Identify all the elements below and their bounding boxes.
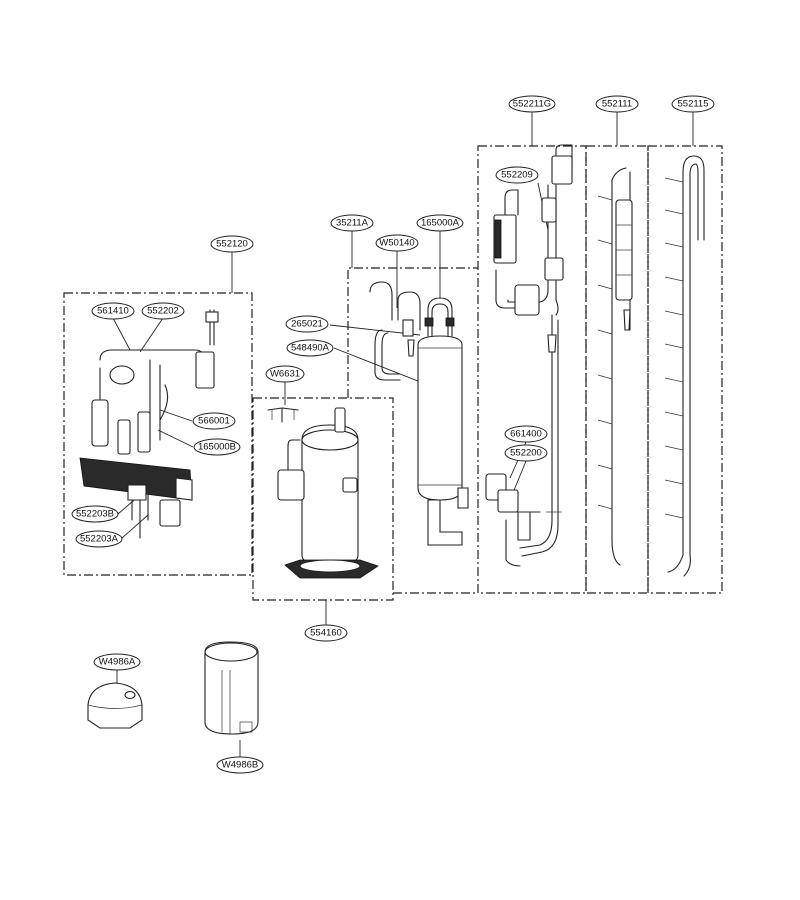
callout-165000a: 165000A — [416, 214, 464, 232]
callout-label: 552203A — [80, 534, 119, 545]
frame-pipe-assembly-c — [647, 145, 723, 594]
callout-w4986b: W4986B — [216, 756, 264, 774]
callout-label: W6631 — [270, 369, 300, 380]
callout-552211g: 552211G — [508, 95, 556, 113]
callout-label: 561410 — [97, 306, 129, 317]
callout-label: 552203B — [76, 509, 114, 520]
callout-label: W4986B — [222, 760, 258, 771]
pipe-assembly-a-drawing — [485, 144, 573, 567]
callout-label: 552202 — [147, 306, 179, 317]
callout-label: 566001 — [198, 416, 230, 427]
callout-548490a: 548490A — [286, 339, 334, 357]
frame-compressor — [252, 397, 394, 601]
callout-265021: 265021 — [285, 315, 329, 333]
frame-accumulator-top — [347, 267, 478, 398]
callout-661400: 661400 — [504, 425, 548, 443]
pipe-clips-b — [597, 195, 613, 510]
callout-w6631: W6631 — [265, 365, 305, 383]
leader-lines — [112, 112, 694, 757]
callout-35211a: 35211A — [330, 214, 374, 232]
callout-552111: 552111 — [595, 95, 639, 113]
piping-assembly-left-drawing — [79, 309, 219, 539]
pipe-clips-c — [664, 177, 684, 519]
callout-label: 165000B — [198, 442, 236, 453]
callout-165000b: 165000B — [193, 438, 241, 456]
frame-pipe-assembly-a — [477, 145, 587, 594]
callouts: 552211G 552111 552115 552209 35211A 1650… — [71, 95, 715, 774]
callout-label: 35211A — [336, 218, 369, 229]
callout-label: 552209 — [501, 170, 533, 181]
callout-label: W4986A — [99, 657, 136, 668]
callout-label: W50140 — [379, 238, 414, 249]
callout-label: 548490A — [291, 343, 330, 354]
pipe-assembly-b-drawing — [597, 167, 633, 566]
callout-552202: 552202 — [141, 302, 185, 320]
frame-piping-assembly-left — [63, 292, 253, 576]
pipe-assembly-c-drawing — [664, 155, 705, 577]
callout-552203a: 552203A — [75, 530, 123, 548]
callout-label: 552120 — [216, 239, 248, 250]
callout-label: 554160 — [310, 628, 342, 639]
callout-w4986a: W4986A — [93, 653, 141, 671]
callout-label: 265021 — [291, 319, 323, 330]
accumulator-drawing — [369, 281, 469, 546]
callout-label: 552115 — [678, 99, 709, 110]
callout-566001: 566001 — [192, 412, 236, 430]
callout-label: 165000A — [421, 218, 460, 229]
callout-w50140: W50140 — [375, 234, 419, 252]
callout-554160: 554160 — [304, 624, 348, 642]
insulator-cap-drawing — [87, 682, 143, 729]
callout-552120: 552120 — [210, 235, 254, 253]
callout-label: 661400 — [510, 429, 542, 440]
callout-552209: 552209 — [495, 166, 539, 184]
callout-label: 552200 — [510, 448, 542, 459]
callout-label: 552111 — [602, 99, 632, 110]
callout-label: 552211G — [513, 99, 551, 110]
insulator-sleeve-drawing — [204, 641, 259, 735]
callout-552203b: 552203B — [71, 505, 119, 523]
callout-561410: 561410 — [91, 302, 135, 320]
callout-552200: 552200 — [504, 444, 548, 462]
compressor-drawing — [267, 407, 379, 579]
callout-552115: 552115 — [671, 95, 715, 113]
